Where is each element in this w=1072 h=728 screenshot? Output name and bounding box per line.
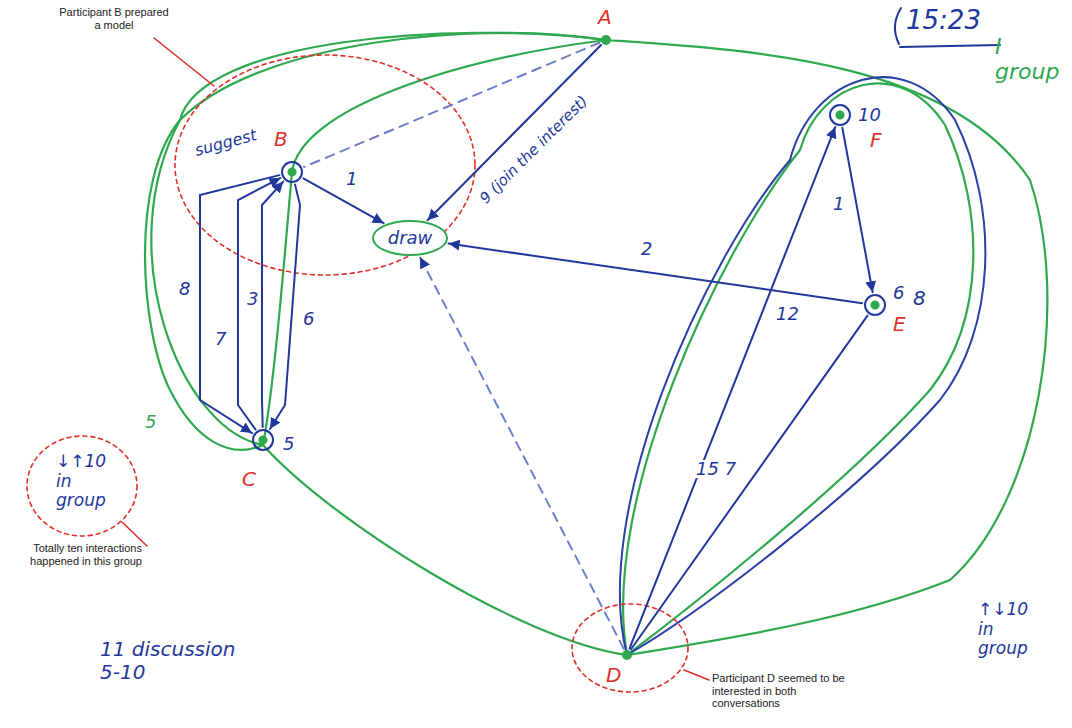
arrow-connector xyxy=(631,316,867,650)
participant-node: suggestB xyxy=(281,161,303,183)
count-number: 6 xyxy=(893,283,904,303)
interaction-note: ↑↓10 in group xyxy=(978,600,1028,659)
edge-count: 12 xyxy=(775,305,800,323)
annotation-text: Participant B prepared a model xyxy=(58,6,170,31)
timestamp: 15:23 xyxy=(906,6,981,36)
group-loop xyxy=(145,33,606,450)
participant-node: 68E xyxy=(864,294,886,316)
participant-dot: A xyxy=(601,35,611,45)
count-number: 8 xyxy=(913,287,926,309)
participant-letter: C xyxy=(242,468,256,490)
participant-node: 5C xyxy=(252,429,274,451)
count-number: 10 xyxy=(858,105,881,125)
edge-count: 2 xyxy=(640,240,653,258)
edge-count: 15 7 xyxy=(695,460,737,478)
participant-node: 10F xyxy=(829,104,851,126)
discussion-note: 11 discussion 5-10 xyxy=(100,638,250,684)
dashed-connector xyxy=(304,43,600,167)
arrow-connector xyxy=(428,45,602,220)
arrow-connector xyxy=(303,178,383,223)
topic-ellipse: draw xyxy=(372,220,449,256)
edge-count: 8 xyxy=(178,280,191,298)
count-number: 5 xyxy=(283,434,294,454)
group-loop xyxy=(620,77,986,655)
group-count: 5 xyxy=(145,412,156,433)
time-bracket xyxy=(895,8,901,44)
edge-count: 7 xyxy=(214,330,227,348)
leader-line xyxy=(154,38,214,86)
participant-letter: A xyxy=(598,6,612,28)
arrow-connector xyxy=(842,128,872,292)
edge-count: 3 xyxy=(246,290,259,308)
note-text: suggest xyxy=(193,126,259,159)
edge-count: 1 xyxy=(345,170,358,188)
arrow-connector xyxy=(270,185,300,429)
arrow-connector xyxy=(200,175,279,433)
edge-count: 1 xyxy=(832,195,845,213)
callout-circle xyxy=(27,436,137,536)
time-underline xyxy=(900,45,1000,47)
edge-count: 9 (join the interest) xyxy=(477,93,592,208)
group-loop xyxy=(151,33,1047,655)
annotation-text: Totally ten interactions happened in thi… xyxy=(18,542,142,567)
arrow-connector xyxy=(449,244,863,304)
participant-letter: B xyxy=(274,128,288,150)
participant-letter: D xyxy=(606,664,621,686)
edge-count: 6 xyxy=(302,310,315,328)
leader-line xyxy=(684,670,709,680)
participant-dot: D xyxy=(622,650,632,660)
interaction-note: ↓↑10 in group xyxy=(56,452,106,511)
group-loop xyxy=(623,83,973,655)
group-label: I group xyxy=(995,34,1059,85)
arrow-connector xyxy=(262,182,283,427)
dashed-connector xyxy=(420,257,624,649)
annotation-text: Participant D seemed to be interested in… xyxy=(712,672,852,710)
arrow-connector xyxy=(630,127,836,648)
participant-letter: F xyxy=(870,129,882,151)
arrow-connector xyxy=(238,178,280,429)
participant-letter: E xyxy=(893,313,906,335)
topic-text: draw xyxy=(388,228,433,248)
callout-circle xyxy=(175,55,475,275)
